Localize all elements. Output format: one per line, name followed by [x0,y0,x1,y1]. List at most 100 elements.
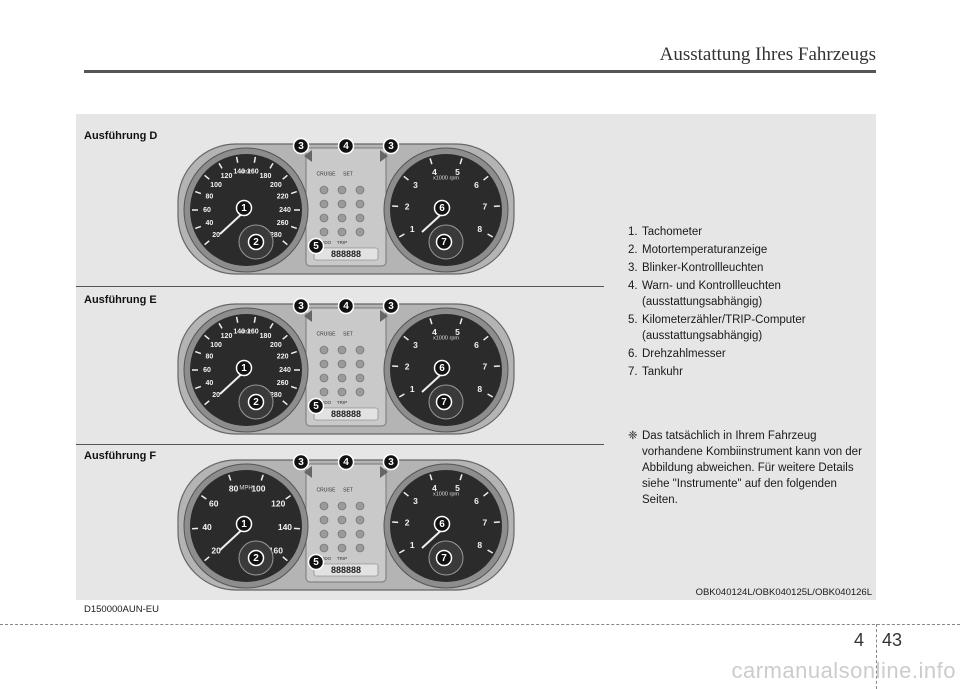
set-label: SET [343,487,353,493]
speedometer-tick [204,334,210,340]
warning-lamp-icon [337,185,347,195]
speedometer-tick-label: 80 [205,354,213,361]
callout-marker [247,393,265,411]
callout-label: 3 [388,141,394,152]
warning-lamp-icon [319,515,329,525]
warning-lamp-icon [319,543,329,553]
callout-marker [337,137,355,155]
callout-marker [307,397,325,415]
speedometer-tick [269,162,274,169]
odometer-digits: 888888 [331,249,361,259]
tachometer-tick-label: 2 [405,517,410,527]
tachometer-tick [429,474,433,481]
speedometer-tick-label: 80 [205,194,213,201]
speedometer-tick-label: 40 [202,522,212,532]
callout-label: 5 [313,557,319,568]
warning-lamp-icon [319,529,329,539]
speedometer-tick [269,322,274,329]
callout-marker [433,515,451,533]
warning-lamp-icon [337,543,347,553]
warning-lamp-icon [319,359,329,369]
speedometer-tick [195,225,202,230]
callout-label: 2 [253,397,259,408]
tachometer-tick-label: 5 [455,483,460,493]
warning-lamp-icon [319,185,329,195]
warning-lamp-icon [319,213,329,223]
tachometer-tick-label: 8 [477,224,482,234]
warning-lamp-icon [319,501,329,511]
legend-item: 6.Drehzahlmesser [628,348,726,360]
warning-lamp-icon [319,227,329,237]
cruise-label: CRUISE [317,487,337,493]
tachometer-tick [459,158,463,165]
speedometer-tick-label: 100 [251,483,265,493]
tachometer-tick-label: 6 [474,340,479,350]
note-symbol: ❈ [628,430,638,442]
speedometer-tick-label: 260 [277,380,289,387]
callout-label: 5 [313,401,319,412]
callout-label: 1 [241,519,247,530]
speedometer-tick [195,350,202,355]
speedometer-tick [218,162,223,169]
callout-marker [235,359,253,377]
warning-lamp-icon [319,387,329,397]
speedometer-tick-label: 160 [269,545,283,555]
speedometer-tick-label: 280 [270,232,282,239]
speedometer-tick [282,174,288,180]
legend-item: 7.Tankuhr [628,366,683,378]
warning-lamp-icon [355,185,365,195]
warning-lamp-icon [337,529,347,539]
speedometer-tick [282,240,288,246]
tachometer-tick-label: 3 [413,180,418,190]
speedometer-tick [235,156,239,163]
speedometer-tick-label: 20 [212,392,220,399]
figure-codes: OBK040124L/OBK040125L/OBK040126L [695,587,872,598]
tachometer-tick [459,318,463,325]
callout-marker [292,137,310,155]
odo-label: ODO [321,400,332,405]
speedometer-tick-label: 180 [260,173,272,180]
speedometer-tick-label: 80 [229,483,239,493]
turn-signal-right-icon [380,310,388,322]
speedometer-tick [290,190,297,195]
warning-lamp-icon [355,543,365,553]
speedometer-tick-label: 200 [270,342,282,349]
callout-label: 6 [439,519,445,530]
speedometer-tick [290,350,297,355]
callout-label: 6 [439,203,445,214]
warning-lamp-icon [355,227,365,237]
speedometer-tick [282,400,288,406]
warning-lamp-icon [337,515,347,525]
tachometer-tick-label: 8 [477,540,482,550]
callout-label: 1 [241,203,247,214]
tach-unit: x1000 rpm [433,175,459,181]
callout-marker [382,297,400,315]
turn-signal-right-icon [380,150,388,162]
speedometer-tick-label: 120 [271,498,285,508]
callout-label: 6 [439,363,445,374]
tach-unit: x1000 rpm [433,491,459,497]
callout-marker [435,393,453,411]
note-block: ❈ Das tatsächlich in Ihrem Fahrzeug vorh… [628,428,868,508]
trip-label: TRIP [337,556,347,561]
header-rule [84,70,876,73]
tachometer-tick [398,233,405,238]
warning-lamp-icon [355,345,365,355]
note-text: Das tatsächlich in Ihrem Fahrzeug vorhan… [642,430,862,506]
speedometer-tick [290,225,297,230]
chapter-number: 4 [854,630,865,650]
odometer-digits: 888888 [331,409,361,419]
speed-unit: MPH [239,486,252,492]
page-header-title: Ausstattung Ihres Fahrzeugs [659,44,876,65]
speedometer-tick-label: 20 [211,545,221,555]
tachometer-tick [403,491,409,497]
warning-lamp-icon [337,501,347,511]
callout-marker [433,199,451,217]
tachometer-tick-label: 1 [410,384,415,394]
tachometer-tick-label: 3 [413,496,418,506]
tachometer-tick [398,393,405,398]
